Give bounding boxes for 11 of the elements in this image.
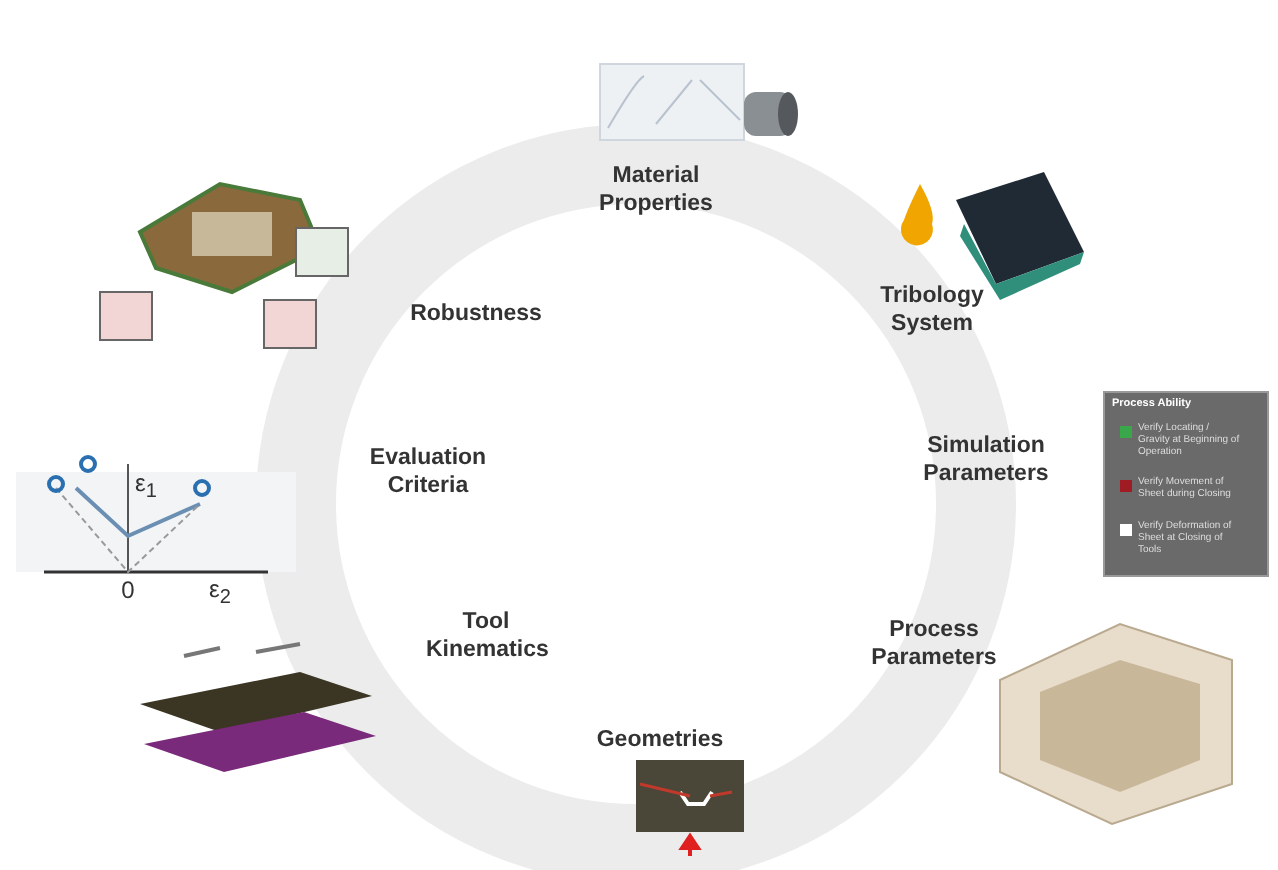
stage-label: Tribology System (878, 282, 986, 338)
axis-label: ε$_{2}$ (209, 574, 231, 610)
stage-label: Evaluation Criteria (367, 444, 489, 500)
stage-label: Tool Kinematics (426, 608, 546, 664)
stage-label: Robustness (410, 300, 542, 328)
axis-label: 0 (121, 576, 135, 604)
stage-label: Material Properties (597, 162, 715, 218)
stage-label: Simulation Parameters (921, 432, 1051, 488)
axis-label: ε$_{1}$ (135, 468, 157, 504)
stage-label: Geometries (596, 726, 724, 754)
stage-label: Process Parameters (869, 616, 999, 672)
